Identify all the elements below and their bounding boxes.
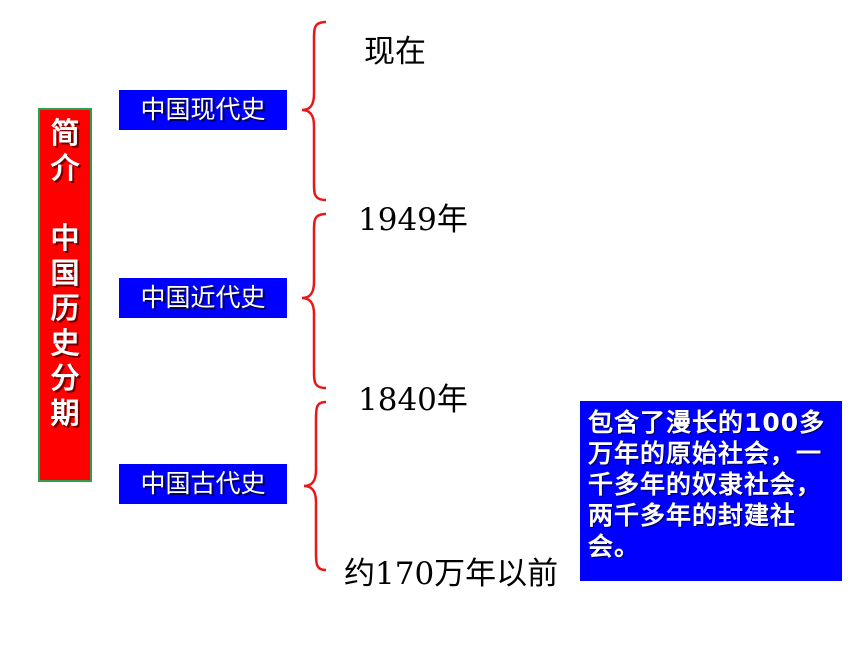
title-char: 期 (50, 396, 80, 430)
title-char: 介 (50, 151, 80, 185)
time-1949: 1949年 (358, 202, 468, 238)
note-box: 包含了漫长的100多万年的原始社会，一千多年的奴隶社会，两千多年的封建社会。 (580, 401, 842, 581)
title-box: 简 介 中 国 历 史 分 期 (38, 108, 92, 482)
time-now: 现在 (364, 34, 426, 70)
period-contemporary: 中国近代史 (119, 278, 287, 318)
title-char: 分 (50, 361, 80, 395)
title-char: 简 (50, 116, 80, 150)
title-char: 史 (50, 326, 80, 360)
brace-contemporary (301, 212, 327, 390)
brace-modern (301, 20, 327, 202)
title-char: 国 (50, 256, 80, 290)
time-1840: 1840年 (358, 382, 468, 418)
period-modern: 中国现代史 (119, 90, 287, 130)
time-origin: 约170万年以前 (344, 556, 559, 592)
title-char: 历 (50, 291, 80, 325)
title-char: 中 (50, 221, 80, 255)
period-ancient: 中国古代史 (119, 464, 287, 504)
brace-ancient (303, 400, 327, 572)
